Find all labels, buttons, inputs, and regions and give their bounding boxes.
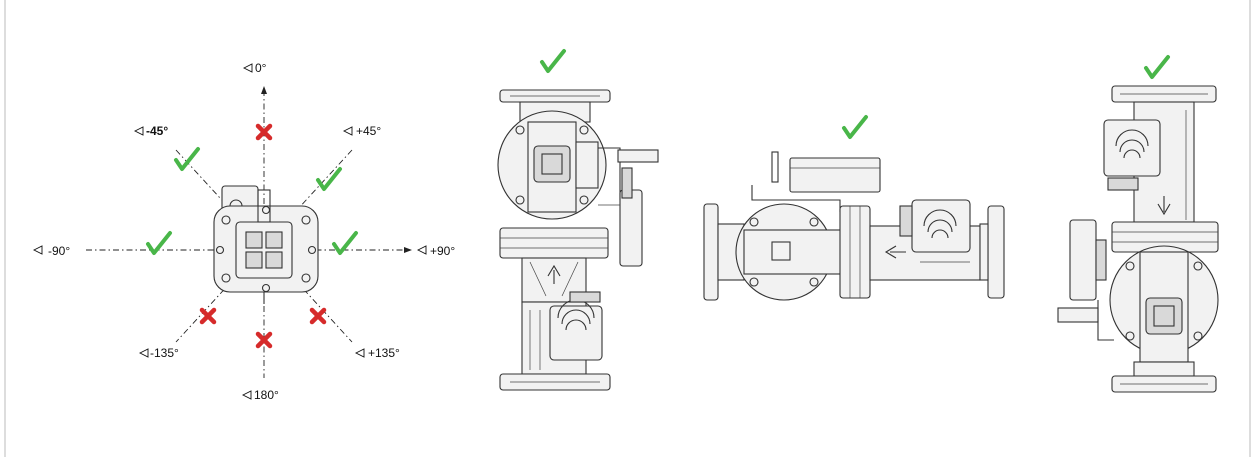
- triangle-left-icon: [241, 390, 252, 400]
- orientation-wheel: 0° -45° +45° -90° +90° -135° +135° 180°: [32, 61, 455, 402]
- triangle-left-icon: [416, 245, 427, 255]
- cross-icon: [199, 307, 217, 325]
- valve-vertical-actuator-top: [1057, 55, 1219, 393]
- angle-label-minus-90: -90°: [32, 244, 70, 258]
- valve-front-view: [213, 185, 319, 304]
- diagonal-axis-2: [175, 149, 353, 343]
- cross-icon: [255, 123, 273, 141]
- svg-text:-90°: -90°: [48, 244, 70, 258]
- svg-text:180°: 180°: [254, 388, 279, 402]
- check-icon: [174, 147, 200, 171]
- svg-text:+90°: +90°: [430, 244, 455, 258]
- triangle-left-icon: [133, 126, 144, 136]
- angle-label-minus-135: -135°: [138, 346, 179, 360]
- check-icon: [146, 231, 172, 255]
- valve-horizontal: [703, 115, 1005, 301]
- svg-text:+45°: +45°: [356, 124, 381, 138]
- svg-text:+135°: +135°: [368, 346, 400, 360]
- check-icon: [1144, 55, 1170, 79]
- check-icon: [332, 231, 358, 255]
- svg-text:-45°: -45°: [146, 124, 168, 138]
- triangle-left-icon: [32, 245, 43, 255]
- angle-label-plus-45: +45°: [342, 124, 381, 138]
- angle-label-minus-45: -45°: [133, 124, 168, 138]
- check-icon: [316, 167, 342, 191]
- check-icon: [540, 49, 566, 73]
- angle-label-plus-135: +135°: [354, 346, 400, 360]
- arrow-right-icon: [404, 247, 412, 253]
- svg-text:0°: 0°: [255, 61, 267, 75]
- cross-icon: [255, 331, 273, 349]
- angle-label-0: 0°: [242, 61, 267, 75]
- triangle-left-icon: [242, 63, 253, 73]
- cross-icon: [309, 307, 327, 325]
- triangle-left-icon: [138, 348, 149, 358]
- check-icon: [842, 115, 868, 139]
- angle-label-plus-90: +90°: [416, 244, 455, 258]
- svg-text:-135°: -135°: [150, 346, 179, 360]
- arrow-up-icon: [261, 86, 267, 94]
- triangle-left-icon: [354, 348, 365, 358]
- angle-label-180: 180°: [241, 388, 279, 402]
- triangle-left-icon: [342, 126, 353, 136]
- valve-vertical-actuator-bottom: [497, 49, 659, 391]
